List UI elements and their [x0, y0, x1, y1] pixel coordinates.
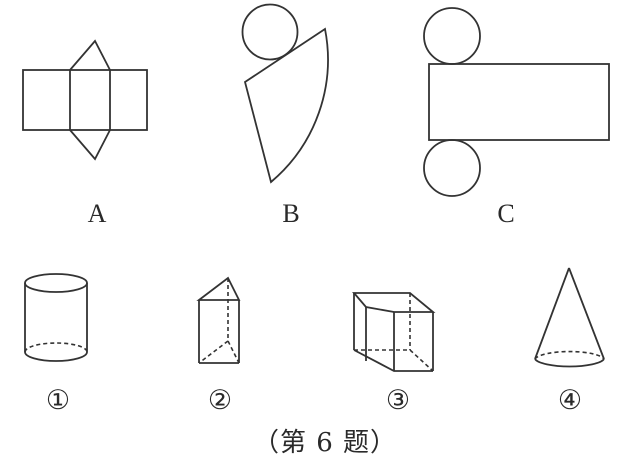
figure-caption: （第 6 题）	[252, 428, 398, 458]
solid-1-cylinder	[24, 273, 88, 362]
solid-3-pentagonal-prism	[352, 292, 436, 372]
net-label-c: C	[497, 199, 515, 228]
net-c-cylinder	[423, 7, 610, 197]
net-label-b: B	[282, 199, 300, 228]
solid-label-3: ③	[385, 385, 411, 415]
solid-label-4: ④	[557, 385, 583, 415]
net-label-a: A	[87, 199, 107, 228]
solid-label-1: ①	[45, 385, 71, 415]
net-a-triangular-prism	[22, 39, 148, 161]
solid-2-triangular-prism	[196, 276, 241, 364]
solid-label-2: ②	[207, 385, 233, 415]
solid-4-cone	[534, 267, 605, 368]
net-b-cone	[241, 3, 329, 184]
